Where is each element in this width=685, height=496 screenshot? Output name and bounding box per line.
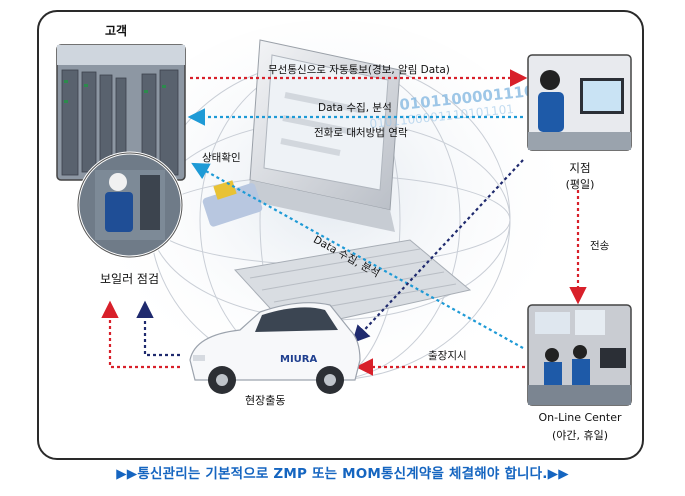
transfer-label: 전송 [590,240,610,252]
online-center-sub-label: (야간, 휴일) [551,429,609,442]
online-center-photo [527,304,632,406]
field-dispatch-label: 현장출동 [245,394,286,407]
phone-contact-label: 전화로 대처방법 연락 [314,127,408,139]
branch-sub-label: (평일) [565,178,595,191]
wireless-notify-label: 무선통신으로 자동통보(경보, 알림 Data) [268,64,450,76]
status-check-label: 상태확인 [202,152,241,164]
boiler-check-label: 보일러 점검 [100,272,160,286]
branch-label: 지점 [569,161,591,175]
customer-photo [56,44,186,181]
boiler-check-photo [76,151,184,259]
car-logo: MIURA [280,354,317,365]
customer-label: 고객 [105,24,128,38]
footer-note: ▶▶통신관리는 기본적으로 ZMP 또는 MOM통신계약을 체결해야 합니다.▶… [0,462,685,482]
arrow-return-navy [136,300,180,357]
footer-suffix: ▶▶ [547,466,569,482]
service-car: MIURA [189,302,361,394]
dispatch-order-label: 출장지시 [428,350,467,362]
data-analysis-top-label: Data 수집, 분석 [318,102,392,114]
computer-monitor [246,39,401,232]
branch-photo [527,54,632,151]
arrow-diag-blue [191,162,524,349]
footer-text: 통신관리는 기본적으로 ZMP 또는 MOM통신계약을 체결해야 합니다. [137,466,548,482]
footer-prefix: ▶▶ [116,466,138,482]
online-center-label: On-Line Center [538,411,622,424]
connector-plug [202,180,263,227]
arrow-diag-navy [351,159,524,344]
